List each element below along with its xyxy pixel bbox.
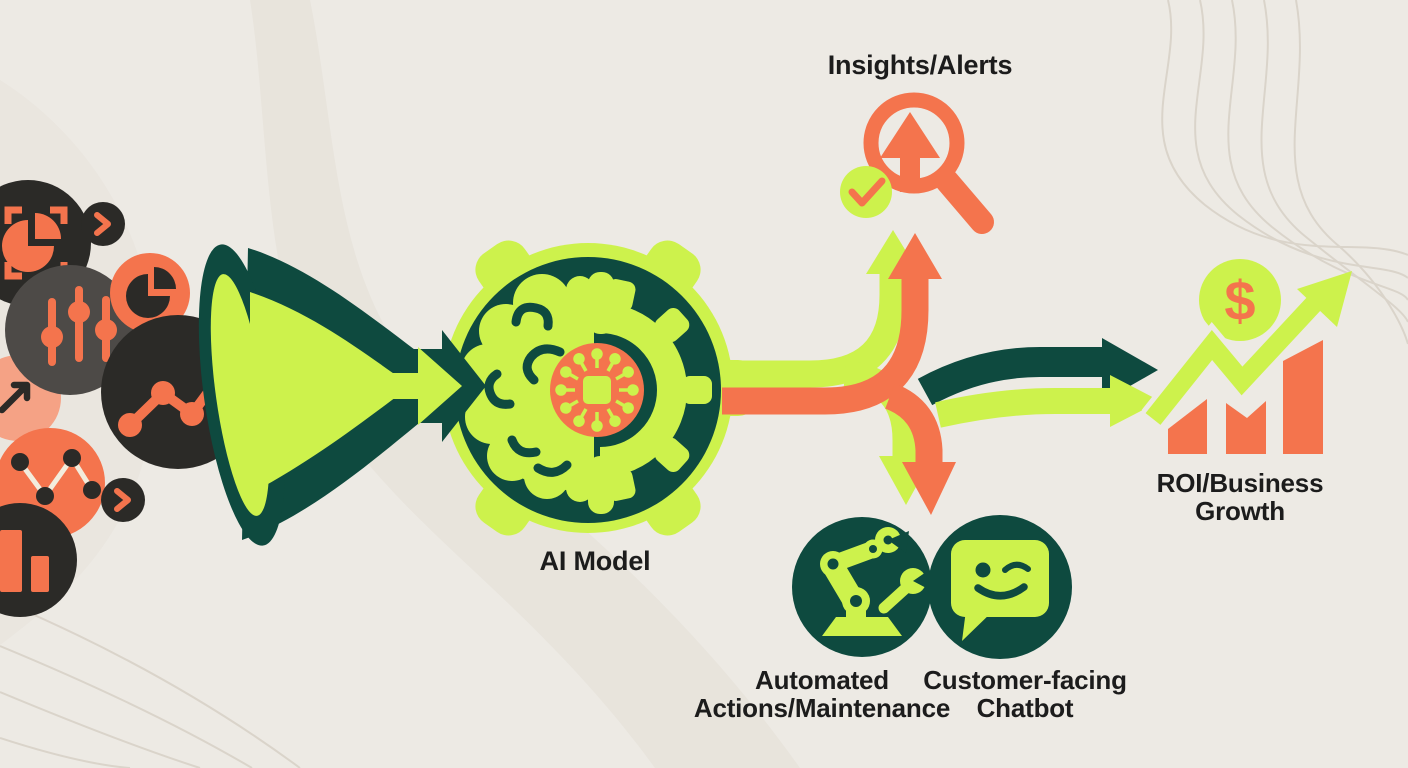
pie-chart-icon — [126, 267, 176, 318]
chevron-bubble-bottom — [101, 478, 145, 522]
automation-label-line2: Actions/Maintenance — [693, 693, 951, 723]
automation-node — [792, 517, 932, 657]
chevron-right-icon — [94, 212, 111, 236]
gripper-claw — [875, 527, 909, 553]
roi-label-line1: ROI/Business — [1156, 468, 1324, 498]
ai-model-node — [418, 240, 758, 536]
growth-arrow-icon — [1141, 271, 1352, 429]
bar-chart-icon — [0, 530, 49, 592]
insights-label: Insights/Alerts — [827, 50, 1013, 80]
chatbot-label-line1: Customer-facing — [923, 665, 1127, 695]
chevron-right-icon — [114, 488, 131, 512]
input-arrow — [352, 347, 462, 425]
bar-chart-bubble — [0, 503, 77, 617]
chat-bubble-icon — [951, 540, 1049, 641]
check-icon — [840, 166, 892, 218]
lime-arrow-right — [935, 375, 1160, 428]
chatbot-label: Customer-facing Chatbot — [923, 666, 1127, 722]
pie-bubble-orange — [110, 253, 190, 333]
branch-arrows — [722, 230, 1160, 515]
chevron-bubble-top — [81, 202, 125, 246]
chatbot-label-line2: Chatbot — [976, 693, 1074, 723]
funnel-icon — [198, 244, 486, 546]
trend-up-arrow — [880, 112, 940, 192]
insights-node — [840, 92, 994, 234]
orange-branch-up — [722, 233, 942, 415]
chatbot-node — [928, 515, 1072, 659]
robot-arm-icon — [820, 527, 930, 636]
gear-icon — [588, 272, 712, 514]
roi-node — [1141, 259, 1352, 454]
ai-model-label: AI Model — [539, 546, 651, 576]
automation-label: Automated Actions/Maintenance — [694, 666, 950, 722]
automation-label-line1: Automated — [755, 665, 889, 695]
zigzag-line — [17, 453, 95, 501]
bar-chart-growth — [1168, 340, 1323, 454]
magnifier-icon — [863, 92, 994, 234]
orange-branch-down — [884, 383, 956, 515]
smile — [974, 583, 1028, 600]
eye-dot — [975, 562, 991, 578]
zigzag-dots — [11, 449, 101, 505]
chip-icon — [550, 343, 644, 437]
sliders-bubble — [5, 265, 135, 395]
wink-eye — [1002, 561, 1031, 573]
roi-label: ROI/Business Growth — [1157, 469, 1324, 525]
pie-chart-icon — [2, 213, 61, 272]
brain-folds — [484, 302, 572, 477]
wrench-icon — [878, 568, 930, 614]
dollar-symbol: $ — [1224, 269, 1256, 332]
trend-arrow-icon — [0, 381, 31, 414]
roi-label-line2: Growth — [1195, 496, 1285, 526]
